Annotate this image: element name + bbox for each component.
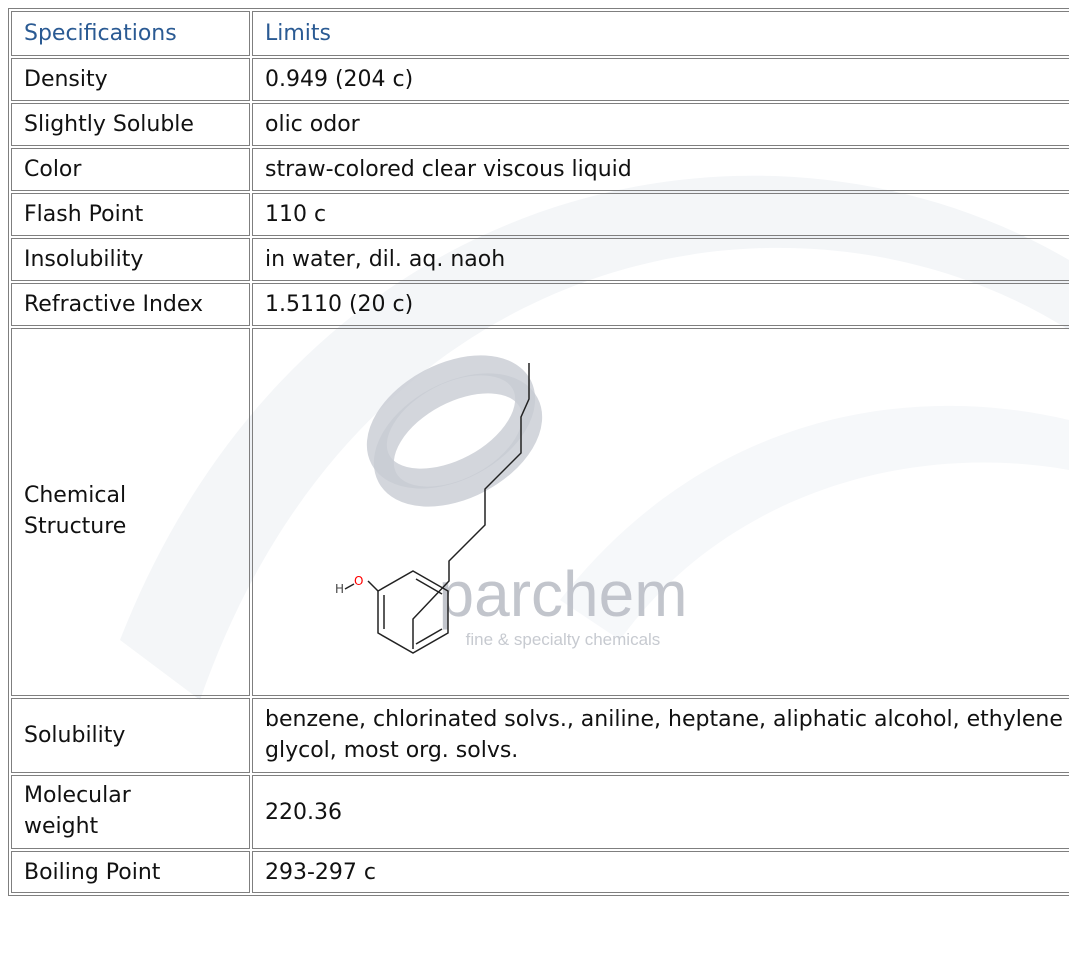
structure-row: Chemical Structure parchem fine & specia… xyxy=(11,328,1069,696)
spec-name: Molecular weight xyxy=(11,775,250,849)
table-row: Molecular weight 220.36 xyxy=(11,775,1069,849)
spec-limit: 293-297 c xyxy=(252,851,1069,893)
spec-limit: straw-colored clear viscous liquid xyxy=(252,148,1069,191)
spec-name: Flash Point xyxy=(11,193,250,236)
atom-hydrogen: H xyxy=(335,582,344,596)
atom-oxygen: O xyxy=(354,574,363,588)
spec-name: Density xyxy=(11,58,250,101)
watermark-brand-text: parchem xyxy=(439,558,688,630)
chemical-structure-image: parchem fine & specialty chemicals H O xyxy=(252,328,1069,696)
spec-name: Color xyxy=(11,148,250,191)
spec-limit: olic odor xyxy=(252,103,1069,146)
table-row: Insolubility in water, dil. aq. naoh xyxy=(11,238,1069,281)
molecule-diagram: parchem fine & specialty chemicals H O xyxy=(335,355,688,654)
spec-limit: benzene, chlorinated solvs., aniline, he… xyxy=(252,698,1069,773)
spec-name: Slightly Soluble xyxy=(11,103,250,146)
header-limits: Limits xyxy=(252,11,1069,56)
chemical-structure-text: Chemical Structure xyxy=(24,483,127,539)
specifications-table: Specifications Limits Density 0.949 (204… xyxy=(8,8,1069,896)
watermark-tagline-text: fine & specialty chemicals xyxy=(466,630,661,649)
table-row: Slightly Soluble olic odor xyxy=(11,103,1069,146)
spec-limit: 220.36 xyxy=(252,775,1069,849)
table-row: Density 0.949 (204 c) xyxy=(11,58,1069,101)
table-row: Solubility benzene, chlorinated solvs., … xyxy=(11,698,1069,773)
spec-name: Refractive Index xyxy=(11,283,250,326)
table-row: Color straw-colored clear viscous liquid xyxy=(11,148,1069,191)
molecule-bonds xyxy=(344,363,530,654)
spec-limit: 1.5110 (20 c) xyxy=(252,283,1069,326)
table-row: Flash Point 110 c xyxy=(11,193,1069,236)
spec-limit: 0.949 (204 c) xyxy=(252,58,1069,101)
table-row: Boiling Point 293-297 c xyxy=(11,851,1069,893)
spec-name: Solubility xyxy=(11,698,250,773)
spec-limit: in water, dil. aq. naoh xyxy=(252,238,1069,281)
spec-name: Boiling Point xyxy=(11,851,250,893)
parchem-watermark-logo: parchem fine & specialty chemicals xyxy=(366,355,688,649)
header-specifications: Specifications xyxy=(11,11,250,56)
spec-limit: 110 c xyxy=(252,193,1069,236)
spec-name: Insolubility xyxy=(11,238,250,281)
table-row: Refractive Index 1.5110 (20 c) xyxy=(11,283,1069,326)
chemical-structure-label: Chemical Structure xyxy=(11,328,250,696)
spec-name-text: Molecular weight xyxy=(24,783,131,839)
table-header-row: Specifications Limits xyxy=(11,11,1069,56)
